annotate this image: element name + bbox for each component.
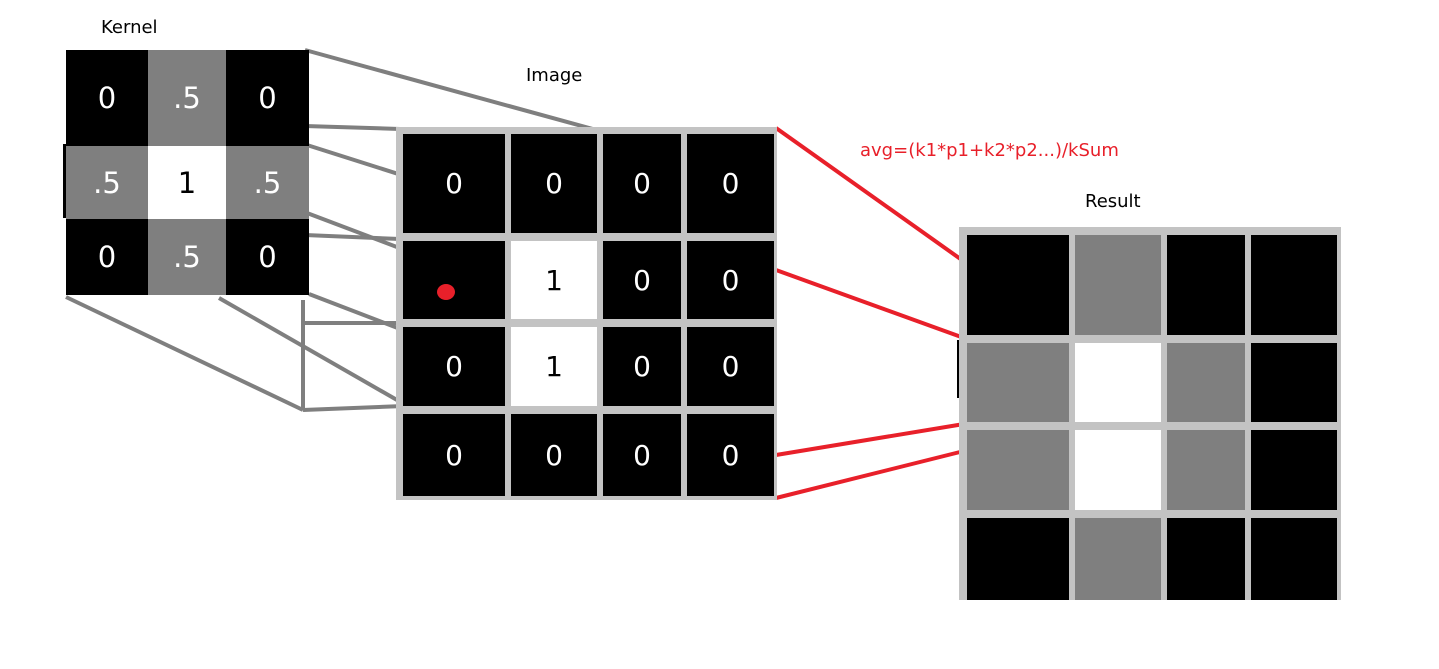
kernel-cell: .5 <box>226 146 309 219</box>
result-pixel <box>1251 518 1337 600</box>
kernel-cell: 0 <box>226 50 309 146</box>
image-pixel <box>403 241 505 319</box>
result-pixel <box>967 235 1069 335</box>
kernel-cell: .5 <box>66 146 148 219</box>
result-pixel <box>967 430 1069 510</box>
image-pixel: 0 <box>603 241 681 319</box>
result-pixel <box>1251 235 1337 335</box>
result-pixel <box>967 343 1069 422</box>
image-pixel: 0 <box>687 414 774 496</box>
kernel-projection-line <box>218 296 405 406</box>
kernel-title: Kernel <box>101 17 158 38</box>
result-pixel <box>1075 518 1161 600</box>
result-pixel <box>1251 343 1337 422</box>
image-pixel: 0 <box>403 327 505 406</box>
image-pixel: 1 <box>511 327 597 406</box>
image-pixel: 0 <box>511 134 597 233</box>
average-formula: avg=(k1*p1+k2*p2...)/kSum <box>860 140 1119 161</box>
image-pixel: 0 <box>687 241 774 319</box>
kernel-cell: 0 <box>66 50 148 146</box>
result-grid <box>959 227 1341 600</box>
result-pixel <box>1167 343 1245 422</box>
image-pixel: 0 <box>687 134 774 233</box>
result-projection-line <box>775 268 965 340</box>
result-edge-mark <box>957 340 960 398</box>
kernel-cell: .5 <box>148 50 226 146</box>
result-pixel <box>1251 430 1337 510</box>
result-title: Result <box>1085 191 1141 212</box>
image-pixel: 0 <box>403 414 505 496</box>
result-pixel <box>1167 235 1245 335</box>
kernel-cell: .5 <box>148 219 226 295</box>
kernel-projection-line <box>302 404 405 412</box>
result-pixel <box>1167 430 1245 510</box>
result-pixel <box>967 518 1069 600</box>
image-title: Image <box>526 65 583 86</box>
kernel-projection-line <box>65 295 304 412</box>
kernel-cell: 0 <box>66 219 148 295</box>
image-pixel: 0 <box>687 327 774 406</box>
kernel-edge-mark <box>63 144 68 218</box>
kernel-cell: 0 <box>226 219 309 295</box>
result-projection-line <box>775 422 965 457</box>
kernel-projection-line <box>304 124 401 131</box>
result-pixel <box>1167 518 1245 600</box>
kernel-projection-line <box>304 48 601 133</box>
image-pixel: 0 <box>603 414 681 496</box>
center-pixel-dot <box>437 284 455 300</box>
result-pixel <box>1075 343 1161 422</box>
image-pixel: 0 <box>511 414 597 496</box>
result-pixel <box>1075 430 1161 510</box>
image-pixel: 0 <box>403 134 505 233</box>
image-pixel: 1 <box>511 241 597 319</box>
kernel-projection-line <box>304 233 401 241</box>
image-pixel: 0 <box>603 327 681 406</box>
result-pixel <box>1075 235 1161 335</box>
image-pixel: 0 <box>603 134 681 233</box>
kernel-cell: 1 <box>148 146 226 219</box>
